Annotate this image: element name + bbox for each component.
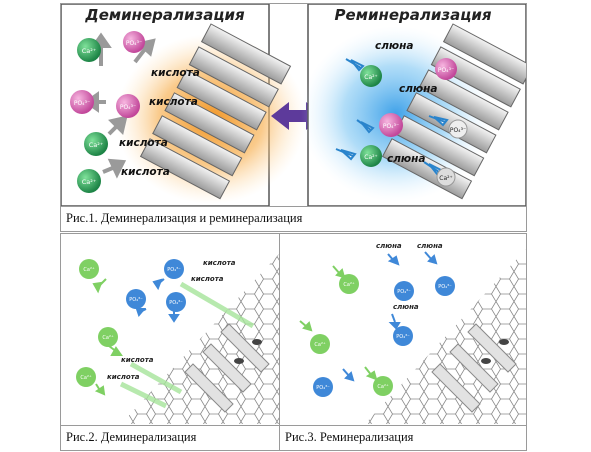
svg-text:Ca²⁺: Ca²⁺ xyxy=(82,178,97,186)
svg-text:PO₄³⁻: PO₄³⁻ xyxy=(383,123,399,130)
svg-text:PO₄³⁻: PO₄³⁻ xyxy=(74,100,90,107)
calcium-ion: Ca²⁺ xyxy=(360,65,382,87)
calcium-ion: Ca²⁺ xyxy=(339,274,359,294)
acid-label-2: кислота xyxy=(149,96,198,108)
figure-2-caption: Рис.2. Деминерализация xyxy=(66,430,197,444)
saliva-label-2: слюна xyxy=(399,83,437,95)
svg-text:PO₄³⁻: PO₄³⁻ xyxy=(120,104,136,111)
ion-uptake-arrows xyxy=(299,251,438,382)
svg-text:Ca²⁺: Ca²⁺ xyxy=(314,342,326,348)
svg-text:PO₄³⁻: PO₄³⁻ xyxy=(396,334,410,340)
svg-text:PO₄³⁻: PO₄³⁻ xyxy=(167,267,181,273)
svg-text:PO₄³⁻: PO₄³⁻ xyxy=(438,67,454,74)
svg-text:PO₄³⁻: PO₄³⁻ xyxy=(169,300,183,306)
remineralization-title: Реминерализация xyxy=(335,6,492,24)
phosphate-ion: PO₄³⁻ xyxy=(394,281,414,301)
calcium-ion: Ca²⁺ xyxy=(310,334,330,354)
svg-text:Ca²⁺: Ca²⁺ xyxy=(82,47,97,55)
acid-streams xyxy=(119,281,255,409)
acid-label-2: кислота xyxy=(191,275,224,283)
figure-3-caption: Рис.3. Реминерализация xyxy=(285,430,414,444)
calcium-ion: Ca²⁺ xyxy=(436,167,456,187)
caption-divider xyxy=(60,206,527,207)
phosphate-ion: PO₄³⁻ xyxy=(70,90,94,114)
saliva-label-2: слюна xyxy=(417,242,443,250)
saliva-label-3: слюна xyxy=(393,303,419,311)
svg-text:Ca²⁺: Ca²⁺ xyxy=(364,154,377,161)
svg-text:PO₄³⁻: PO₄³⁻ xyxy=(316,385,330,391)
calcium-ion: Ca²⁺ xyxy=(77,169,101,193)
phosphate-ion: PO₄³⁻ xyxy=(123,31,145,53)
calcium-ion: Ca²⁺ xyxy=(77,38,101,62)
enamel-rods-left xyxy=(139,23,292,200)
enamel-dark-spots xyxy=(234,339,262,364)
phosphate-ion: PO₄³⁻ xyxy=(116,94,140,118)
figure-3-illustration: слюна слюна слюна Ca²⁺ PO₄³⁻ PO₄³⁻ PO₄³⁻… xyxy=(299,242,526,424)
acid-label-1: кислота xyxy=(203,259,236,267)
figure-1-caption: Рис.1. Деминерализация и реминерализация xyxy=(66,211,303,225)
svg-text:PO₄³⁻: PO₄³⁻ xyxy=(450,127,466,134)
saliva-glow xyxy=(301,26,491,202)
phosphate-ion: PO₄³⁻ xyxy=(435,276,455,296)
calcium-ion: Ca²⁺ xyxy=(98,327,118,347)
svg-text:PO₄³⁻: PO₄³⁻ xyxy=(126,40,142,47)
svg-text:PO₄³⁻: PO₄³⁻ xyxy=(129,297,143,303)
calcium-ion: Ca²⁺ xyxy=(76,367,96,387)
phosphate-ion: PO₄³⁻ xyxy=(313,377,333,397)
figure-1-illustration: Деминерализация кислота кислота кислота … xyxy=(61,4,526,206)
calcium-ion: Ca²⁺ xyxy=(373,376,393,396)
svg-text:Ca²⁺: Ca²⁺ xyxy=(89,141,104,149)
svg-text:Ca²⁺: Ca²⁺ xyxy=(439,175,452,182)
svg-text:Ca²⁺: Ca²⁺ xyxy=(80,375,92,381)
column-divider xyxy=(279,233,280,451)
svg-text:PO₄³⁻: PO₄³⁻ xyxy=(397,289,411,295)
acid-label-1: кислота xyxy=(151,67,200,79)
figure-2-illustration: кислота кислота кислота кислота Ca²⁺ PO₄… xyxy=(76,254,279,424)
enamel-dark-spots xyxy=(481,339,509,364)
svg-text:Ca²⁺: Ca²⁺ xyxy=(364,74,377,81)
saliva-label-3: слюна xyxy=(387,153,425,165)
enamel-prisms xyxy=(184,323,270,413)
svg-text:Ca²⁺: Ca²⁺ xyxy=(343,282,355,288)
enamel-surface xyxy=(365,249,526,424)
acid-label-4: кислота xyxy=(121,166,170,178)
svg-text:Ca²⁺: Ca²⁺ xyxy=(83,267,95,273)
acid-label-3: кислота xyxy=(121,356,154,364)
calcium-ion: Ca²⁺ xyxy=(79,259,99,279)
demineralization-title: Деминерализация xyxy=(84,6,245,24)
calcium-ion: Ca²⁺ xyxy=(84,132,108,156)
saliva-label-1: слюна xyxy=(375,40,413,52)
svg-text:Ca²⁺: Ca²⁺ xyxy=(102,335,114,341)
saliva-label-1: слюна xyxy=(376,242,402,250)
svg-text:PO₄³⁻: PO₄³⁻ xyxy=(438,284,452,290)
phosphate-ion: PO₄³⁻ xyxy=(393,326,413,346)
enamel-prisms xyxy=(431,323,517,413)
phosphate-ion: PO₄³⁻ xyxy=(164,259,184,279)
acid-label-3: кислота xyxy=(119,137,168,149)
phosphate-ion: PO₄³⁻ xyxy=(379,113,403,137)
svg-text:Ca²⁺: Ca²⁺ xyxy=(377,384,389,390)
phosphate-ion: PO₄³⁻ xyxy=(448,119,468,139)
ion-uptake-arrows xyxy=(335,58,449,176)
acid-label-4: кислота xyxy=(107,373,140,381)
calcium-ion: Ca²⁺ xyxy=(360,145,382,167)
phosphate-ion: PO₄³⁻ xyxy=(166,292,186,312)
caption-divider xyxy=(60,425,527,426)
phosphate-ion: PO₄³⁻ xyxy=(126,289,146,309)
phosphate-ion: PO₄³⁻ xyxy=(435,58,457,80)
